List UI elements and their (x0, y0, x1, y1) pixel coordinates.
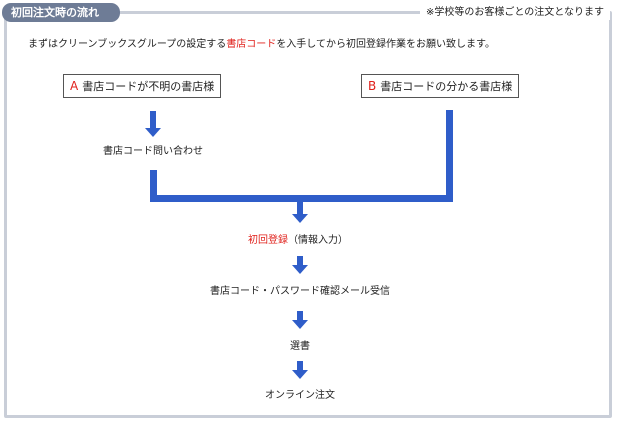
case-a-text: 書店コードが不明の書店様 (82, 80, 215, 93)
case-b-letter: B (368, 79, 377, 93)
arrow-3-shaft (297, 311, 303, 321)
arrow-4-head (292, 370, 308, 379)
arrow-4-shaft (297, 361, 303, 371)
arrow-2-shaft (297, 256, 303, 266)
arrow-merge-shaft (297, 200, 303, 215)
intro-text: まずはクリーンブックスグループの設定する書店コードを入手してから初回登録作業をお… (28, 38, 495, 52)
connector-b-line (446, 110, 453, 202)
arrow-2-head (292, 265, 308, 274)
note-text: ※学校等のお客様ごとの注文となります (420, 6, 610, 20)
arrow-3-head (292, 320, 308, 329)
connector-merge-line (150, 195, 453, 202)
case-a-letter: A (70, 79, 79, 93)
step-registration-rest: （情報入力） (288, 235, 348, 246)
intro-after: を入手してから初回登録作業をお願い致します。 (276, 39, 496, 50)
flow-frame (4, 11, 612, 418)
intro-highlight: 書店コード (226, 39, 277, 50)
step-inquiry: 書店コード問い合わせ (103, 146, 203, 157)
intro-before: まずはクリーンブックスグループの設定する (28, 39, 227, 50)
step-confirmation-mail: 書店コード・パスワード確認メール受信 (210, 286, 390, 297)
step-registration: 初回登録（情報入力） (248, 234, 348, 248)
arrow-a-shaft (150, 111, 156, 129)
step-selection: 選書 (290, 341, 310, 352)
arrow-a-head (145, 128, 161, 137)
step-registration-highlight: 初回登録 (248, 235, 288, 246)
step-order: オンライン注文 (265, 390, 335, 401)
connector-a-line (150, 170, 157, 202)
section-title: 初回注文時の流れ (2, 3, 120, 22)
arrow-merge-head (292, 214, 308, 223)
case-b-text: 書店コードの分かる書店様 (380, 80, 513, 93)
